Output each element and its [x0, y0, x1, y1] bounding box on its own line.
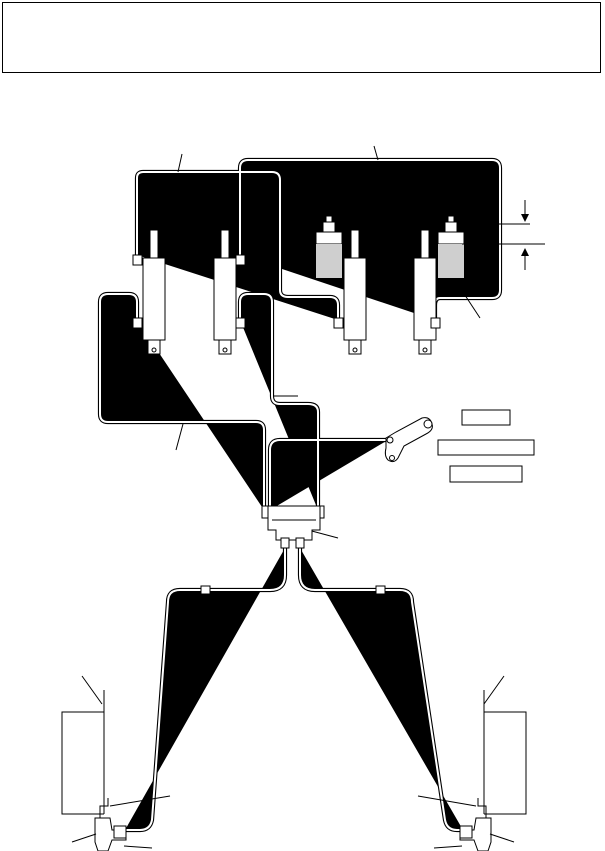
label-box-3: [449, 465, 523, 483]
brake-valve: [261, 505, 325, 549]
coupler-right: [375, 585, 386, 595]
line-cyl1-to-cyl3: [137, 172, 338, 320]
label-box-1: [461, 409, 511, 426]
label-box-2: [437, 439, 535, 456]
master-cylinder-2: [213, 211, 246, 355]
reservoir-left: [315, 215, 343, 278]
line-valve-to-left-wheel: [125, 548, 285, 830]
parking-brake-lever: [384, 417, 433, 463]
reservoir-right: [437, 215, 465, 278]
wheel-assembly-right: [398, 663, 527, 851]
master-cylinder-4: [413, 211, 441, 355]
line-cyl1-to-valve: [100, 294, 264, 510]
header-box: [2, 2, 601, 73]
master-cylinder-3: [333, 211, 367, 355]
leader-lines-upper: [175, 145, 481, 539]
wheel-assembly-left: [61, 663, 184, 851]
line-valve-to-right-wheel: [300, 548, 463, 830]
coupler-left: [200, 585, 211, 595]
master-cylinder-1: [132, 211, 166, 355]
fluid-level-indicator: [462, 200, 545, 270]
line-lever-to-valve: [270, 440, 388, 510]
